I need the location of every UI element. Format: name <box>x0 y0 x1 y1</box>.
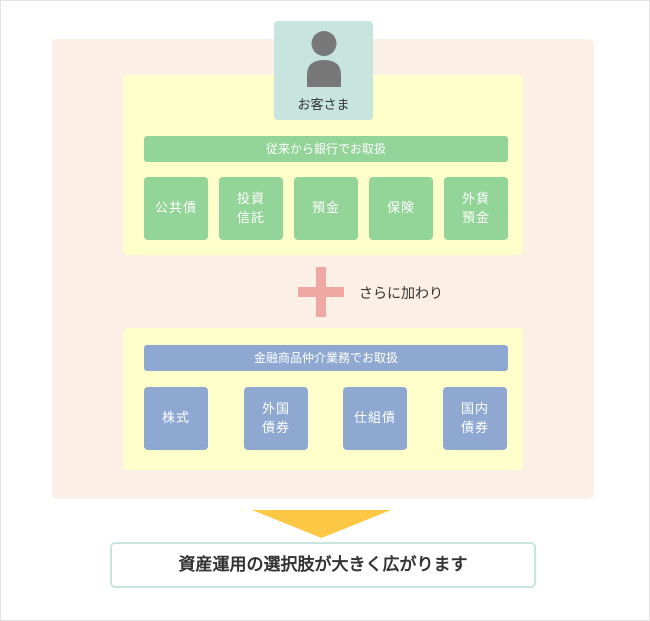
additional-label: さらに加わり <box>359 286 443 302</box>
product-tile-insurance: 保険 <box>369 177 433 240</box>
product-tile-foreign-currency-deposits: 外貨 預金 <box>444 177 508 240</box>
product-tile-domestic-bonds: 国内 債券 <box>443 387 507 450</box>
product-tile-public-bonds: 公共債 <box>144 177 208 240</box>
product-tile-stocks: 株式 <box>144 387 208 450</box>
product-tile-deposits: 預金 <box>294 177 358 240</box>
arrow-down-icon <box>252 510 391 538</box>
intermediary-header: 金融商品仲介業務でお取扱 <box>144 345 508 371</box>
plus-icon <box>298 267 344 317</box>
product-tile-foreign-bonds: 外国 債券 <box>244 387 308 450</box>
person-icon <box>307 31 341 87</box>
product-tile-structured-bonds: 仕組債 <box>343 387 407 450</box>
result-message: 資産運用の選択肢が大きく広がります <box>110 542 536 588</box>
customer-card: お客さま <box>274 21 373 120</box>
customer-label: お客さま <box>297 98 350 113</box>
product-tile-investment-trusts: 投資 信託 <box>219 177 283 240</box>
traditional-header: 従来から銀行でお取扱 <box>144 136 508 162</box>
